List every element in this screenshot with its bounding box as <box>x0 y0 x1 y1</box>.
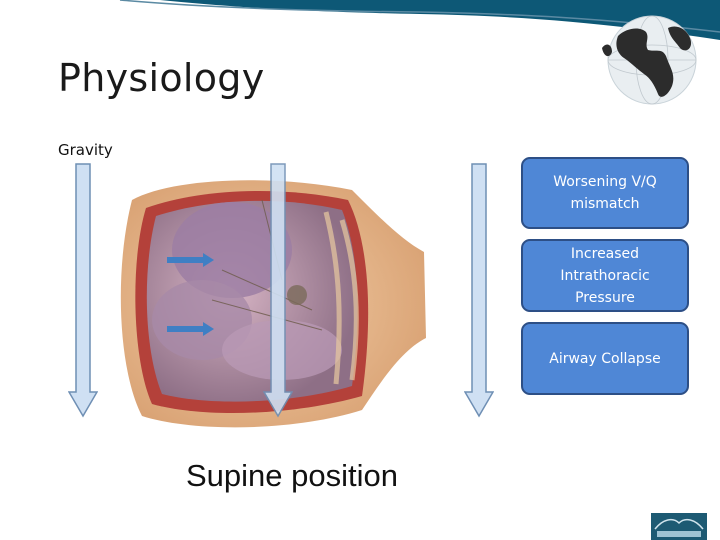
logo-icon <box>651 513 707 540</box>
gravity-label: Gravity <box>58 141 113 159</box>
gravity-arrow-middle <box>263 163 293 418</box>
anatomy-illustration <box>120 180 426 428</box>
gravity-arrow-right <box>464 163 494 418</box>
effect-box-label: Worsening V/Q mismatch <box>553 174 657 212</box>
effect-box-label: Airway Collapse <box>549 350 661 367</box>
effect-box-pressure: Increased Intrathoracic Pressure <box>521 239 689 312</box>
effect-box-label: Increased Intrathoracic Pressure <box>560 245 650 306</box>
pressure-arrow-lower <box>167 322 214 336</box>
caption-supine: Supine position <box>186 458 398 493</box>
gravity-arrow-left <box>68 163 98 418</box>
globe-icon <box>602 15 697 105</box>
header-band <box>0 0 720 40</box>
pressure-arrow-upper <box>167 253 214 267</box>
effect-box-airway: Airway Collapse <box>521 322 689 395</box>
effect-box-vq: Worsening V/Q mismatch <box>521 157 689 229</box>
page-title: Physiology <box>58 56 265 100</box>
